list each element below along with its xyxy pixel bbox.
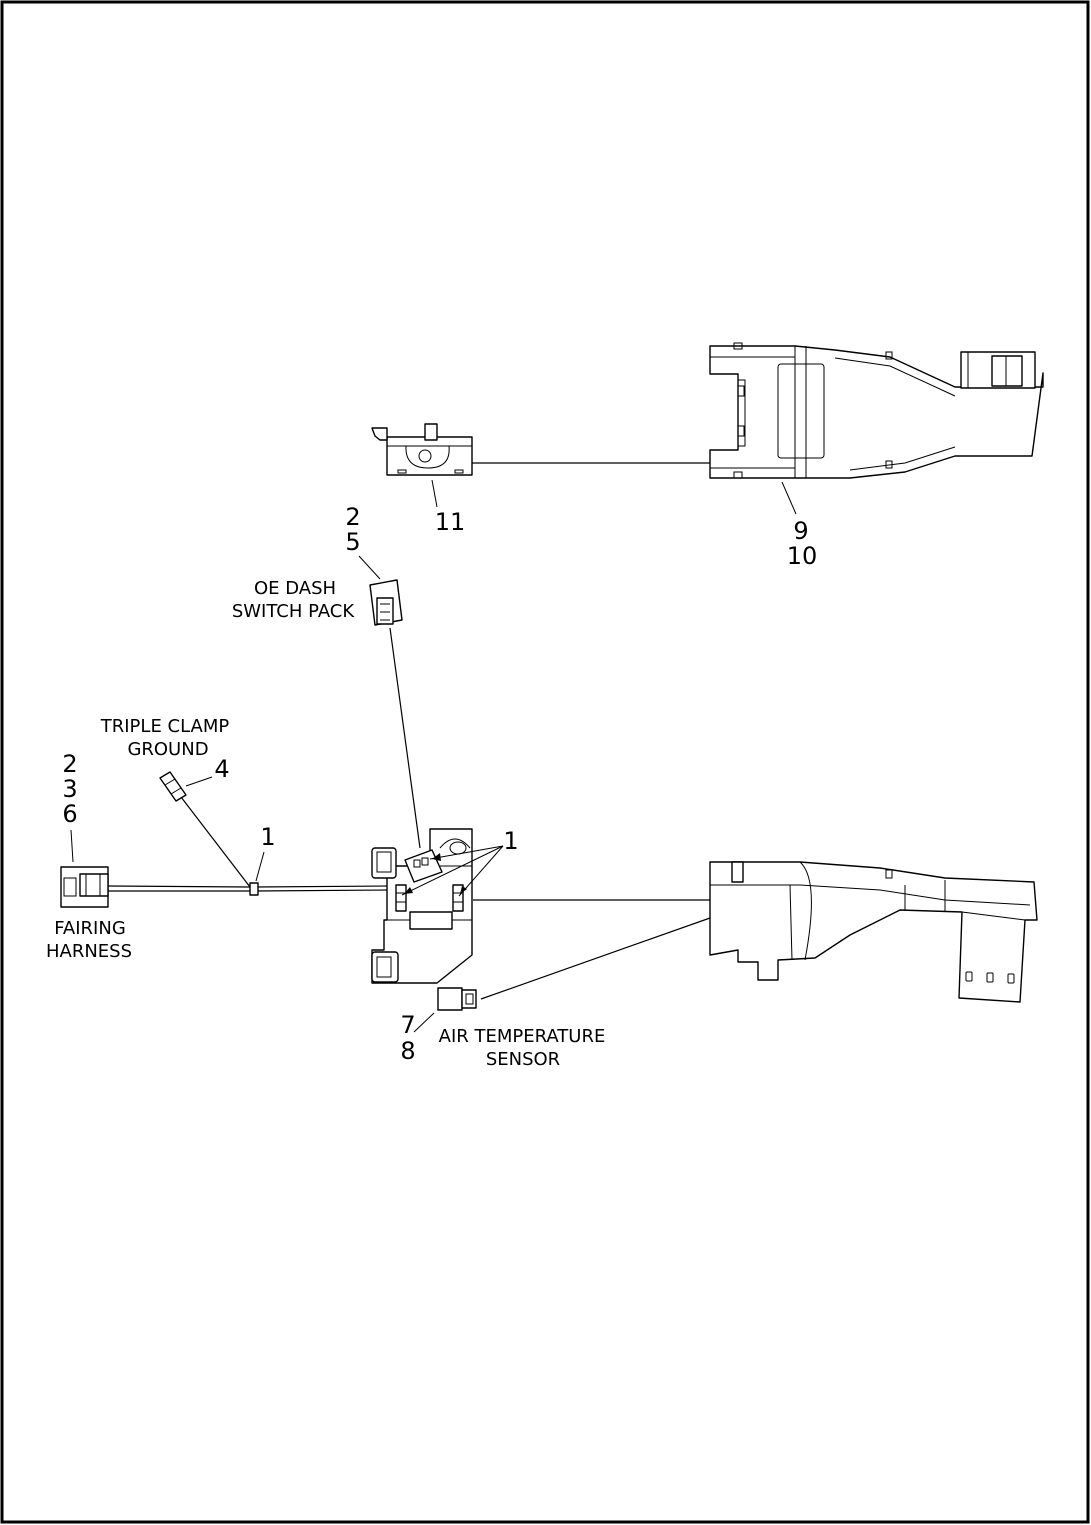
air-temperature-sensor — [437, 987, 477, 1011]
main-mounting-bracket — [371, 828, 473, 984]
part-labels: OE DASH SWITCH PACK TRIPLE CLAMP GROUND … — [46, 578, 605, 1070]
oe-dash-switch-pack-connector — [369, 579, 403, 626]
small-bracket-part — [371, 423, 473, 476]
splice-joint — [249, 882, 259, 896]
upper-channel-housing — [709, 342, 1044, 479]
callout-7: 7 — [400, 1011, 415, 1039]
triple-clamp-ground-terminal — [159, 771, 187, 802]
callout-5: 5 — [345, 528, 360, 556]
callout-10: 10 — [787, 542, 818, 570]
callout-2-fairing: 2 — [62, 750, 77, 778]
label-fairing-line1: FAIRING — [54, 918, 126, 939]
fairing-harness-wire — [107, 885, 389, 888]
sensor-wire — [480, 917, 711, 1000]
callout-1-bracket: 1 — [503, 827, 518, 855]
leader-lines — [70, 479, 797, 1033]
callout-6: 6 — [62, 800, 77, 828]
switch-pack-wire — [389, 627, 421, 849]
label-oe-dash-line2: SWITCH PACK — [232, 601, 356, 622]
label-air-temp-line2: SENSOR — [486, 1049, 560, 1070]
fairing-harness-connector — [60, 866, 109, 908]
lower-harness-assembly — [60, 579, 1038, 1011]
callout-2-switch: 2 — [345, 503, 360, 531]
ground-wire — [180, 796, 251, 888]
label-air-temp-line1: AIR TEMPERATURE — [439, 1026, 606, 1047]
callout-numbers: 11 9 10 2 5 4 2 3 6 1 1 7 8 — [62, 503, 817, 1065]
upper-harness-assembly — [371, 342, 1044, 479]
callout-11: 11 — [435, 508, 466, 536]
callout-8: 8 — [400, 1037, 415, 1065]
label-fairing-line2: HARNESS — [46, 941, 132, 962]
callout-1-splice: 1 — [260, 823, 275, 851]
label-triple-clamp-line1: TRIPLE CLAMP — [100, 716, 230, 737]
label-triple-clamp-line2: GROUND — [127, 739, 208, 760]
label-oe-dash-line1: OE DASH — [254, 578, 336, 599]
callout-4: 4 — [214, 755, 229, 783]
callout-3: 3 — [62, 775, 77, 803]
callout-9: 9 — [793, 517, 808, 545]
lower-channel-housing — [709, 861, 1038, 1003]
